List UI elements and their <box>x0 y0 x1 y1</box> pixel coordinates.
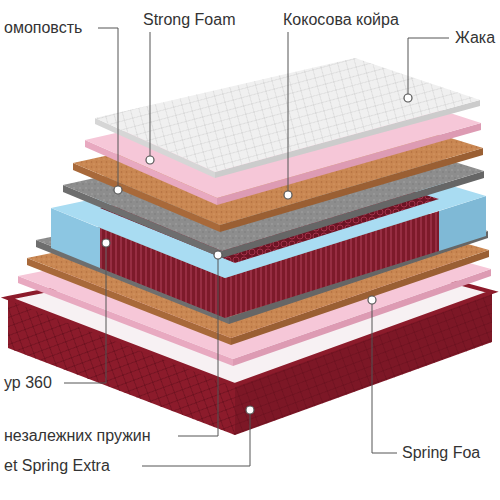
leader-dots <box>102 94 412 414</box>
part-label: Кокосова койра <box>283 11 399 29</box>
part-label: Strong Foam <box>143 11 235 29</box>
part-label: омоповсть <box>4 19 82 37</box>
part-label: Жака <box>455 29 495 47</box>
leader-lines <box>64 28 449 466</box>
part-label: ур 360 <box>4 374 52 392</box>
part-label: et Spring Extra <box>4 457 110 475</box>
part-label: незалежних пружин <box>4 427 151 445</box>
part-label: Spring Foa <box>402 444 480 462</box>
